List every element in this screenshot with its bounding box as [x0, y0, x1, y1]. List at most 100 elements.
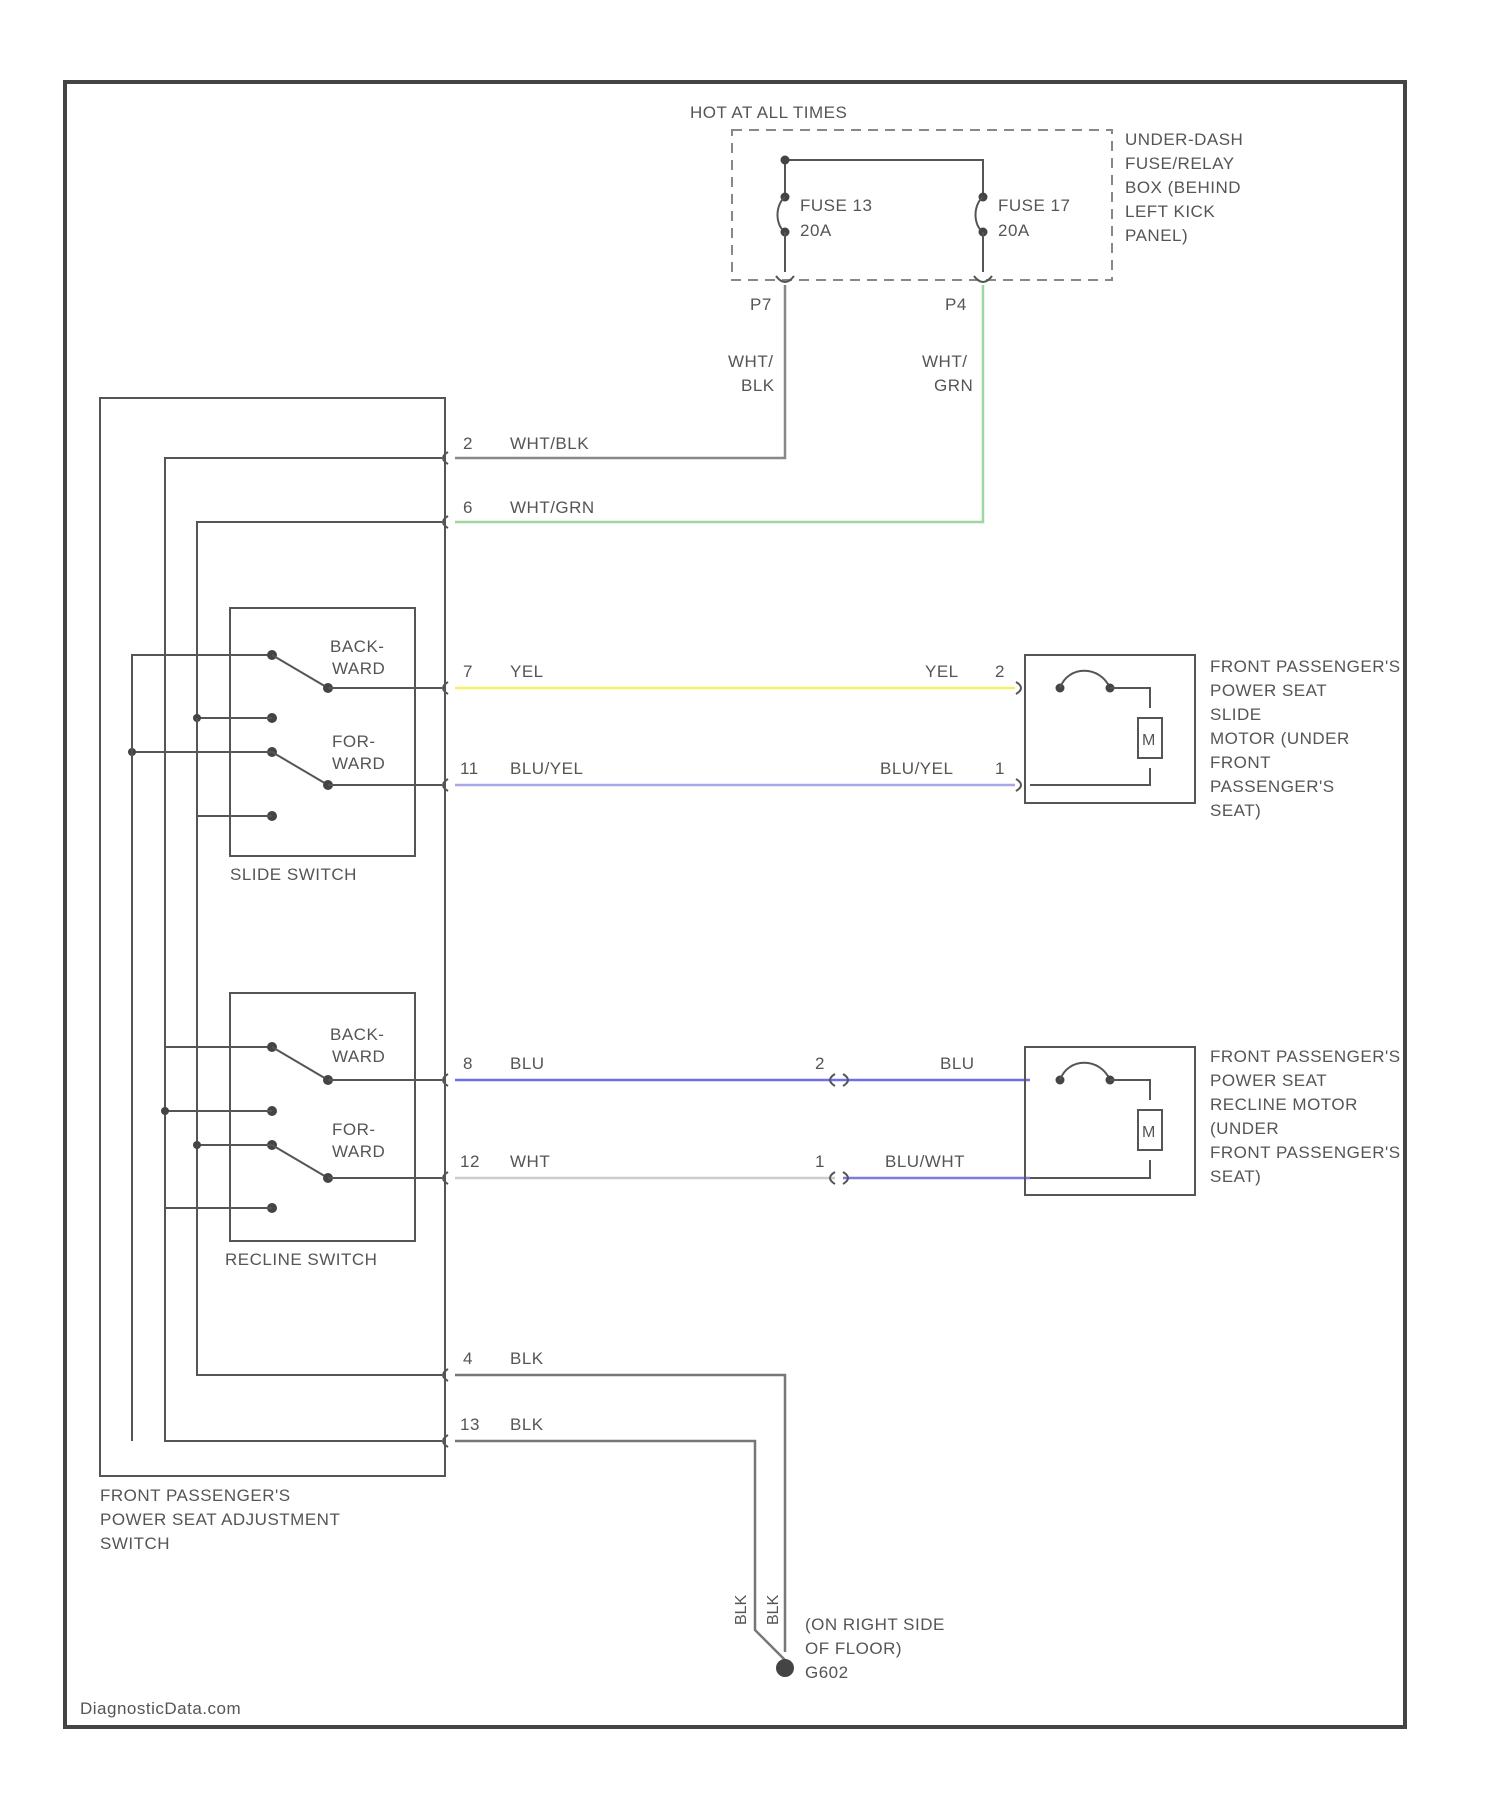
wire-pin-6: 6 WHT/GRN [443, 285, 983, 528]
wire-wht-blk-vertical-1: WHT/ [728, 352, 773, 371]
watermark: DiagnosticData.com [80, 1699, 241, 1718]
seat-adjustment-switch-housing [100, 398, 445, 1476]
fuse-13-rating: 20A [800, 221, 832, 240]
switch-label-2: POWER SEAT ADJUSTMENT [100, 1510, 340, 1529]
fuse-17-name: FUSE 17 [998, 196, 1070, 215]
slide-switch-box [230, 608, 415, 856]
wire-pin-8-end-pin: 2 [815, 1054, 825, 1073]
wire-pin-12-color: WHT [510, 1152, 550, 1171]
fuse-17-pin: P4 [945, 295, 967, 314]
slide-forward-2: WARD [332, 754, 385, 773]
fuse-box-location-1: UNDER-DASH [1125, 130, 1243, 149]
slide-motor-label-1: FRONT PASSENGER'S [1210, 657, 1401, 676]
ground-label-2: OF FLOOR) [805, 1639, 902, 1658]
connector-p4 [974, 276, 992, 282]
slide-motor-label-4: MOTOR (UNDER [1210, 729, 1350, 748]
recline-motor-label-6: SEAT) [1210, 1167, 1261, 1186]
recline-switch: RECLINE SWITCH BACK- WARD FOR- WARD [161, 993, 442, 1269]
slide-switch: SLIDE SWITCH BACK- WARD FOR- WARD [128, 608, 442, 884]
recline-motor-label-4: (UNDER [1210, 1119, 1279, 1138]
recline-forward-2: WARD [332, 1142, 385, 1161]
slide-motor-label-3: SLIDE [1210, 705, 1262, 724]
slide-motor-label-5: FRONT [1210, 753, 1271, 772]
bus-node [781, 156, 790, 165]
slide-motor: M FRONT PASSENGER'S POWER SEAT SLIDE MOT… [1016, 655, 1401, 820]
wire-pin-7-color: YEL [510, 662, 544, 681]
wire-pin-11-end-color: BLU/YEL [880, 759, 953, 778]
recline-motor-box [1025, 1047, 1195, 1195]
wire-pin-11-end-pin: 1 [995, 759, 1005, 778]
bus-pin6-to-pin4 [197, 522, 442, 1375]
slide-motor-symbol: M [1142, 732, 1155, 749]
fuse-box-location-4: LEFT KICK [1125, 202, 1215, 221]
ground-label-1: (ON RIGHT SIDE [805, 1615, 945, 1634]
wire-pin-7-number: 7 [463, 662, 473, 681]
wire-pin-2-number: 2 [463, 434, 473, 453]
fuse-bus-bar [785, 160, 983, 197]
wire-wht-grn-vertical-1: WHT/ [922, 352, 967, 371]
wire-pin-7-end-color: YEL [925, 662, 959, 681]
slide-motor-box [1025, 655, 1195, 803]
slide-forward-1: FOR- [332, 732, 376, 751]
switch-label-1: FRONT PASSENGER'S [100, 1486, 291, 1505]
wire-pin-8-number: 8 [463, 1054, 473, 1073]
slide-backward-1: BACK- [330, 637, 384, 656]
fuse-box: HOT AT ALL TIMES UNDER-DASH FUSE/RELAY B… [690, 103, 1243, 395]
wire-pin-2-color: WHT/BLK [510, 434, 589, 453]
slide-backward-2: WARD [332, 659, 385, 678]
recline-switch-box [230, 993, 415, 1241]
wire-pin-6-number: 6 [463, 498, 473, 517]
diagram-frame [65, 82, 1405, 1727]
wire-pin-11-number: 11 [460, 759, 479, 778]
fuse-box-location-2: FUSE/RELAY [1125, 154, 1235, 173]
recline-motor-label-3: RECLINE MOTOR [1210, 1095, 1358, 1114]
fuse-box-location-3: BOX (BEHIND [1125, 178, 1241, 197]
wire-pin-4-color: BLK [510, 1349, 544, 1368]
recline-backward-2: WARD [332, 1047, 385, 1066]
wire-pin-12-number: 12 [460, 1152, 480, 1171]
slide-switch-label: SLIDE SWITCH [230, 865, 357, 884]
wire-pin-2: 2 WHT/BLK [443, 285, 785, 464]
wire-wht-grn-vertical-2: GRN [934, 376, 973, 395]
wire-pin-11: 11 BLU/YEL BLU/YEL 1 [443, 759, 1015, 791]
wire-pin-8-color: BLU [510, 1054, 545, 1073]
recline-motor-label-2: POWER SEAT [1210, 1071, 1327, 1090]
wire-pin-12-end-pin: 1 [815, 1152, 825, 1171]
recline-motor: M FRONT PASSENGER'S POWER SEAT RECLINE M… [1025, 1047, 1401, 1195]
wire-pin-12-end-color: BLU/WHT [885, 1152, 965, 1171]
ground-wire-right-label: BLK [765, 1594, 782, 1625]
fuse-box-title: HOT AT ALL TIMES [690, 103, 847, 122]
wire-pin-13-color: BLK [510, 1415, 544, 1434]
recline-backward-1: BACK- [330, 1025, 384, 1044]
recline-forward-1: FOR- [332, 1120, 376, 1139]
fuse-13: FUSE 13 20A P7 [750, 193, 872, 315]
fuse-13-name: FUSE 13 [800, 196, 872, 215]
recline-motor-symbol: M [1142, 1124, 1155, 1141]
recline-motor-label-1: FRONT PASSENGER'S [1210, 1047, 1401, 1066]
fuse-17-rating: 20A [998, 221, 1030, 240]
wire-pin-7-end-pin: 2 [995, 662, 1005, 681]
wire-pin-12: 12 WHT 1 BLU/WHT [443, 1152, 1030, 1184]
wire-pin-8: 8 BLU 2 BLU [443, 1054, 1030, 1086]
wire-pin-11-color: BLU/YEL [510, 759, 583, 778]
slide-motor-label-2: POWER SEAT [1210, 681, 1327, 700]
bus-pin2-to-pin13 [165, 458, 442, 1441]
wire-pin-7: 7 YEL YEL 2 [443, 662, 1015, 694]
wire-wht-blk-vertical-2: BLK [741, 376, 775, 395]
wire-pin-6-color: WHT/GRN [510, 498, 595, 517]
switch-label-3: SWITCH [100, 1534, 170, 1553]
slide-motor-label-7: SEAT) [1210, 801, 1261, 820]
ground-wire-left-label: BLK [733, 1594, 750, 1625]
wire-pin-8-end-color: BLU [940, 1054, 975, 1073]
fuse-box-location-5: PANEL) [1125, 226, 1188, 245]
slide-motor-label-6: PASSENGER'S [1210, 777, 1335, 796]
wire-pin-13-number: 13 [460, 1415, 480, 1434]
ground-point-icon [776, 1659, 794, 1677]
fuse-13-pin: P7 [750, 295, 772, 314]
fuse-17: FUSE 17 20A P4 [945, 193, 1070, 315]
recline-motor-label-5: FRONT PASSENGER'S [1210, 1143, 1401, 1162]
wire-pin-4-number: 4 [463, 1349, 473, 1368]
ground-label-3: G602 [805, 1663, 849, 1682]
recline-switch-label: RECLINE SWITCH [225, 1250, 377, 1269]
